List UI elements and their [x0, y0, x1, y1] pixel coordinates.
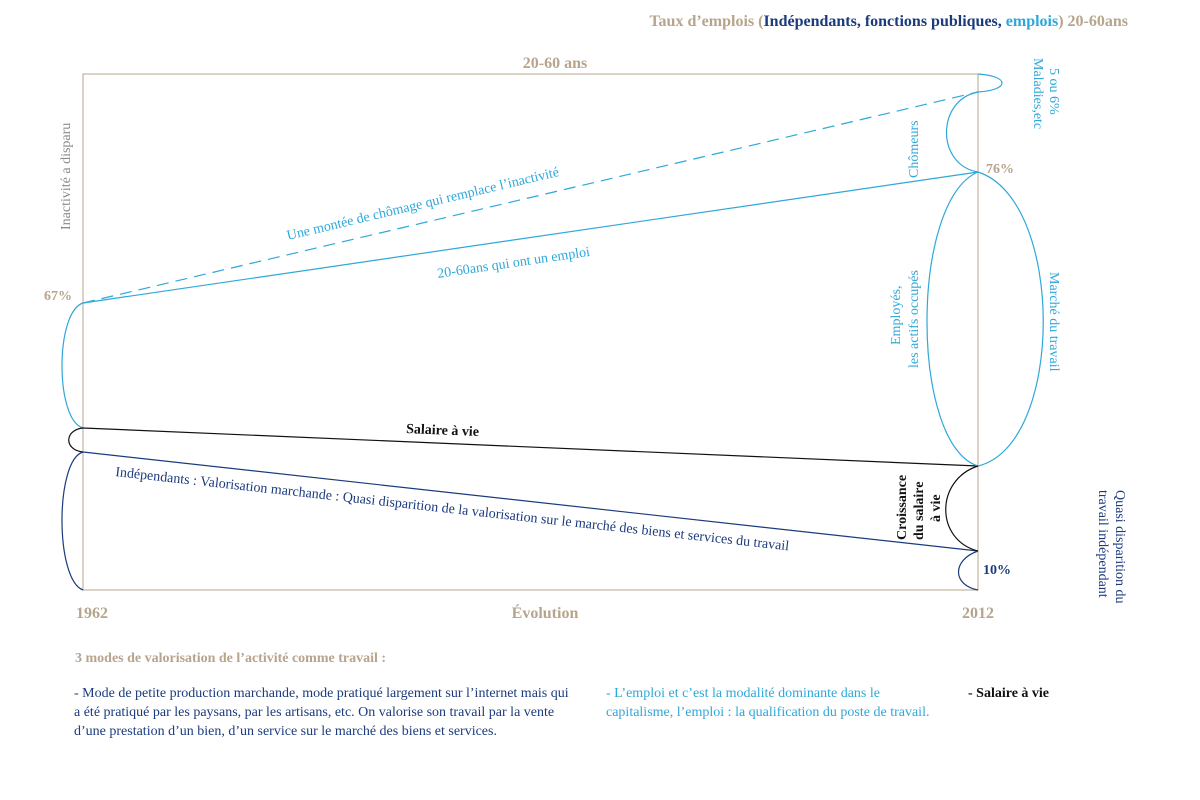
- independant-end-arc: [958, 550, 979, 591]
- employes-label-1: Employés,: [889, 286, 904, 346]
- croissance-label-3: à vie: [929, 494, 944, 522]
- year-start-label: 1962: [76, 605, 108, 622]
- diagram-title: Taux d’emplois (Indépendants, fonctions …: [649, 13, 1128, 30]
- employes-label-2: les actifs occupés: [907, 270, 922, 368]
- salaire-line: [82, 427, 979, 467]
- croissance-arc: [945, 465, 979, 552]
- croissance-label-2: du salaire: [912, 482, 927, 540]
- chomeurs-label: Chômeurs: [907, 120, 922, 178]
- chomage-line-label: Une montée de chômage qui remplace l’ina…: [285, 165, 560, 244]
- salaire-arc-1962: [68, 427, 84, 453]
- start-rate-label: 67%: [44, 289, 72, 304]
- maladies-label-2: Maladies,etc: [1030, 58, 1045, 129]
- inactivite-label: Inactivité a disparu: [59, 123, 74, 230]
- chomage-dashed-line: [82, 91, 979, 304]
- employes-arc: [926, 171, 979, 467]
- quasi-disparition-label-2: travail indépendant: [1095, 490, 1110, 598]
- end-rate-label: 76%: [986, 162, 1014, 177]
- frame-rectangle: [82, 73, 979, 591]
- maladies-label-1: 5 ou 6%: [1046, 68, 1061, 115]
- mode-salaire-a-vie-note: - Salaire à vie: [968, 686, 1050, 701]
- frame-label: 20-60 ans: [523, 55, 587, 72]
- year-end-label: 2012: [962, 605, 994, 622]
- maladies-arc: [977, 73, 1003, 93]
- chomeurs-arc: [946, 91, 979, 173]
- croissance-label-1: Croissance: [895, 475, 910, 540]
- notes-heading: 3 modes de valorisation de l’activité co…: [75, 651, 387, 666]
- marche-label: Marché du travail: [1046, 272, 1061, 372]
- emploi-line-label: 20-60ans qui ont un emploi: [436, 245, 591, 282]
- salaire-line-label: Salaire à vie: [406, 422, 479, 440]
- independants-line-label: Indépendants : Valorisation marchande : …: [115, 465, 790, 554]
- independants-arc-1962: [61, 451, 84, 591]
- independent-end-label: 10%: [983, 563, 1011, 578]
- mode-emploi-note: - L’emploi et c’est la modalité dominant…: [606, 686, 930, 720]
- mode-petite-production-note: - Mode de petite production marchande, m…: [74, 686, 569, 739]
- emploi-line: [82, 171, 979, 304]
- quasi-disparition-label-1: Quasi disparition du: [1112, 490, 1127, 604]
- independants-line: [82, 451, 979, 552]
- evolution-label: Évolution: [512, 603, 579, 622]
- emploi-arc-1962: [61, 302, 84, 429]
- marche-arc: [977, 171, 1044, 467]
